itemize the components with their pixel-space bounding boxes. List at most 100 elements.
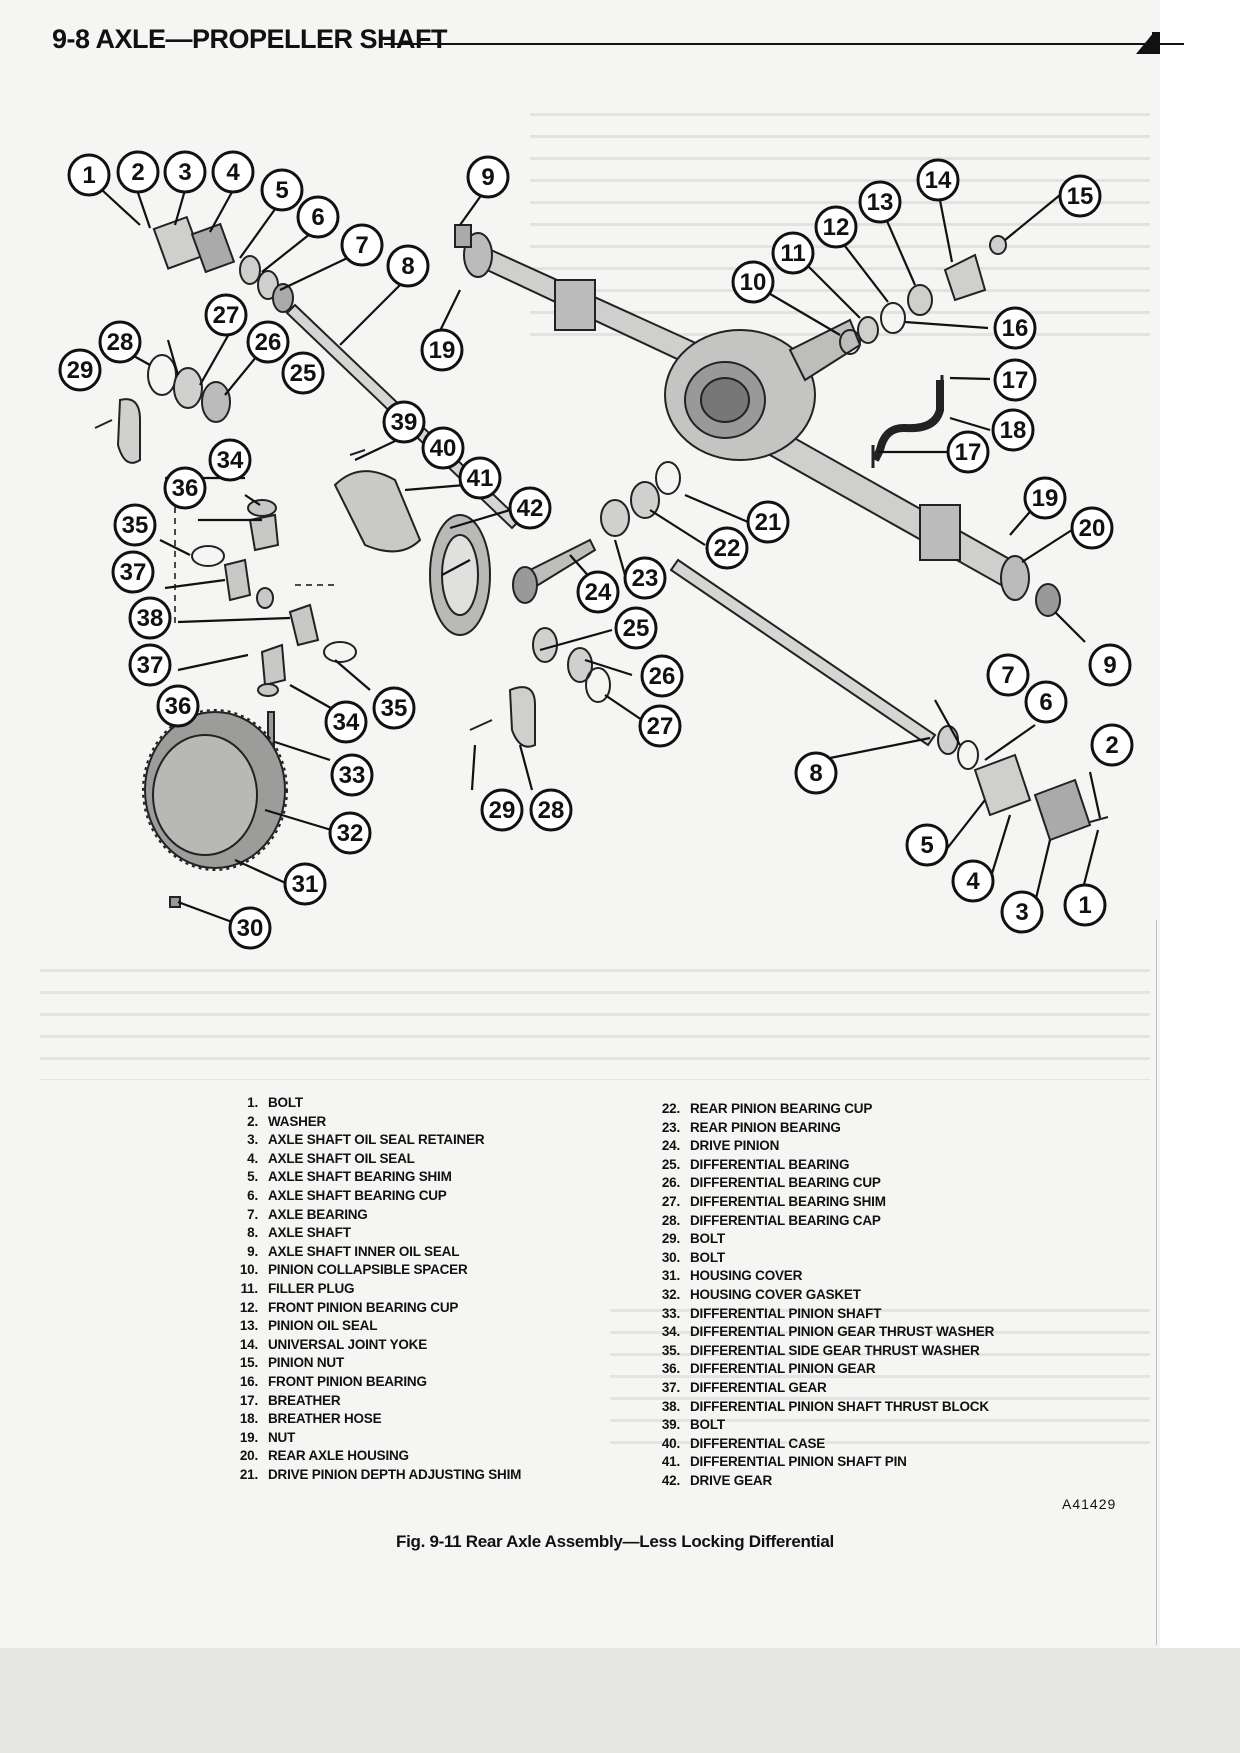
callout-28b: 28	[98, 320, 142, 364]
svg-text:6: 6	[311, 204, 324, 231]
legend-item-number: 41.	[661, 1454, 680, 1470]
svg-text:19: 19	[1032, 485, 1059, 512]
svg-text:41: 41	[467, 465, 494, 492]
callout-19: 19	[1023, 476, 1067, 520]
callout-2: 2	[116, 150, 160, 194]
svg-text:25: 25	[290, 360, 317, 387]
legend-item: 28.DIFFERENTIAL BEARING CAP	[650, 1212, 994, 1231]
legend-item: 12.FRONT PINION BEARING CUP	[228, 1299, 521, 1318]
legend-item-label: PINION NUT	[268, 1355, 345, 1371]
legend-item: 36.DIFFERENTIAL PINION GEAR	[650, 1360, 994, 1379]
callout-29b: 29	[58, 348, 102, 392]
svg-text:37: 37	[137, 652, 164, 679]
legend-item-number: 7.	[247, 1206, 258, 1222]
legend-item-number: 25.	[661, 1156, 680, 1172]
legend-item-label: BOLT	[268, 1095, 303, 1110]
svg-text:8: 8	[401, 253, 414, 280]
svg-text:14: 14	[925, 167, 952, 194]
svg-text:18: 18	[1000, 417, 1027, 444]
svg-text:32: 32	[337, 820, 364, 847]
pinion-yoke-parts	[839, 235, 1007, 355]
callout-37b: 37	[128, 643, 172, 687]
svg-text:34: 34	[333, 709, 360, 736]
axle-shaft-right	[669, 558, 937, 747]
callout-8b: 8	[794, 751, 838, 795]
svg-text:31: 31	[292, 871, 319, 898]
svg-text:17: 17	[1002, 367, 1029, 394]
differential-case	[333, 470, 491, 636]
legend-item-label: NUT	[268, 1429, 296, 1445]
legend-item: 13.PINION OIL SEAL	[228, 1317, 521, 1336]
axle-end-parts-right	[937, 583, 1109, 842]
callout-15: 15	[1058, 174, 1102, 218]
legend-item-label: BREATHER HOSE	[268, 1411, 382, 1427]
svg-text:21: 21	[755, 509, 782, 536]
page-edge-line	[1156, 920, 1157, 1645]
callout-18: 18	[991, 408, 1035, 452]
svg-text:9: 9	[481, 164, 494, 191]
legend-item: 26.DIFFERENTIAL BEARING CUP	[650, 1174, 994, 1193]
legend-item-label: DRIVE GEAR	[690, 1472, 773, 1488]
callout-42: 42	[508, 486, 552, 530]
section-marker-icon	[1136, 32, 1154, 54]
legend-item-number: 13.	[239, 1318, 258, 1334]
callout-36: 36	[163, 466, 207, 510]
legend-item-number: 8.	[247, 1225, 258, 1241]
callout-39: 39	[382, 400, 426, 444]
svg-text:37: 37	[120, 559, 147, 586]
callout-27b: 27	[204, 293, 248, 337]
legend-item-number: 17.	[239, 1392, 258, 1408]
legend-item: 18. BREATHER HOSE	[228, 1410, 521, 1429]
legend-item-number: 28.	[661, 1212, 680, 1228]
callout-6b: 6	[1024, 680, 1068, 724]
legend-item: 38.DIFFERENTIAL PINION SHAFT THRUST BLOC…	[650, 1398, 994, 1417]
legend-item: 32.HOUSING COVER GASKET	[650, 1286, 994, 1305]
legend-item-number: 29.	[661, 1231, 680, 1247]
legend-item-number: 39.	[661, 1417, 680, 1433]
legend-item-label: FRONT PINION BEARING CUP	[268, 1299, 459, 1315]
legend-item-number: 6.	[247, 1187, 258, 1203]
svg-text:4: 4	[966, 868, 980, 895]
legend-item-label: REAR AXLE HOUSING	[268, 1448, 409, 1464]
page-header: 9-8 AXLE—PROPELLER SHAFT	[52, 24, 1184, 64]
legend-item: 30.BOLT	[650, 1249, 994, 1268]
legend-item-label: AXLE SHAFT OIL SEAL RETAINER	[268, 1132, 485, 1148]
svg-text:36: 36	[165, 693, 192, 720]
legend-item-label: UNIVERSAL JOINT YOKE	[268, 1336, 428, 1352]
svg-text:34: 34	[217, 447, 244, 474]
callout-33: 33	[330, 753, 374, 797]
svg-text:25: 25	[623, 615, 650, 642]
legend-item-label: DIFFERENTIAL CASE	[690, 1435, 826, 1451]
housing-cover	[142, 709, 288, 908]
callout-26: 26	[640, 654, 684, 698]
legend-item-label: FILLER PLUG	[268, 1280, 355, 1296]
callout-25b: 25	[281, 351, 325, 395]
legend-item: 8.AXLE SHAFT	[228, 1224, 521, 1243]
legend-item-number: 1.	[247, 1095, 258, 1110]
legend-item: 16.FRONT PINION BEARING	[228, 1373, 521, 1392]
legend-item-number: 22.	[661, 1101, 680, 1116]
svg-text:28: 28	[538, 797, 565, 824]
legend-item-label: DIFFERENTIAL PINION GEAR	[690, 1361, 876, 1377]
legend-item-label: DIFFERENTIAL BEARING CUP	[690, 1175, 881, 1191]
legend-item-number: 32.	[661, 1286, 680, 1302]
legend-item-number: 34.	[661, 1324, 680, 1340]
legend-item-number: 18.	[239, 1411, 258, 1427]
callout-20: 20	[1070, 506, 1114, 550]
page-title: 9-8 AXLE—PROPELLER SHAFT	[52, 24, 448, 54]
svg-text:12: 12	[823, 214, 850, 241]
svg-text:17: 17	[955, 439, 982, 466]
legend-item: 34.DIFFERENTIAL PINION GEAR THRUST WASHE…	[650, 1323, 995, 1342]
svg-text:16: 16	[1002, 315, 1029, 342]
svg-text:7: 7	[355, 232, 368, 259]
callout-32: 32	[328, 811, 372, 855]
svg-text:26: 26	[255, 329, 282, 356]
callout-7b: 7	[986, 653, 1030, 697]
legend-item: 11.FILLER PLUG	[228, 1280, 521, 1299]
legend-item-number: 5.	[247, 1169, 258, 1185]
legend-item-number: 10.	[239, 1262, 258, 1278]
svg-text:36: 36	[172, 475, 199, 502]
legend-item: 29. BOLT	[650, 1230, 994, 1249]
legend-item-label: BOLT	[690, 1231, 725, 1247]
